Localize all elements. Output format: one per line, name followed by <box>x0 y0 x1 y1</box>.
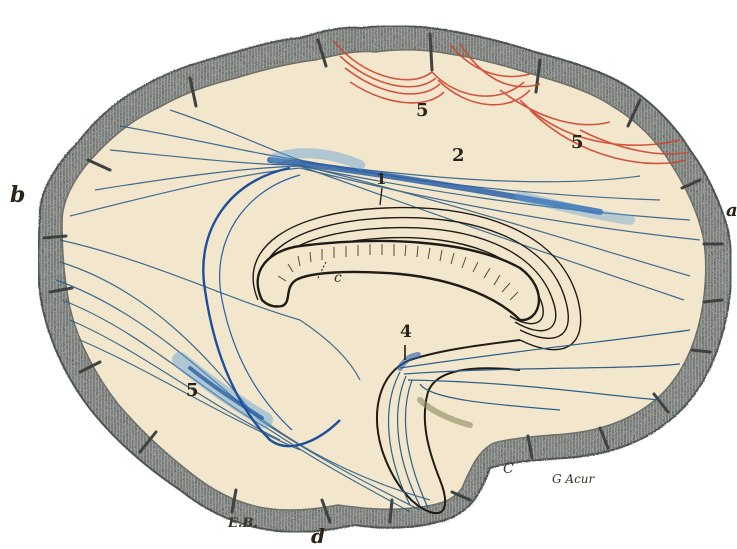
label-3-left: 5 <box>186 380 199 401</box>
label-4: 4 <box>400 322 412 342</box>
signature-left: E.B. <box>228 516 258 531</box>
label-3-right: 5 <box>571 132 584 153</box>
label-c: c <box>334 270 342 286</box>
signature-right: G Acur <box>552 472 594 486</box>
label-c-upper: C <box>503 461 514 477</box>
label-d: d <box>311 524 325 548</box>
label-1: 1 <box>376 170 386 188</box>
label-a: a <box>726 200 737 221</box>
label-2: 2 <box>452 145 465 166</box>
label-b: b <box>10 182 25 208</box>
label-3-top: 5 <box>416 100 429 121</box>
